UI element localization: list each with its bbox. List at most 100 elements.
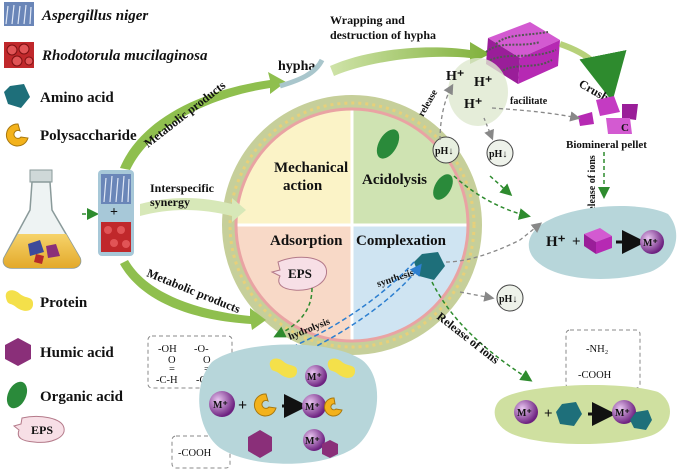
ph-bubble-inner: [432, 136, 460, 164]
ion-left-3: [302, 394, 326, 418]
legend-aspergillus: Aspergillus niger: [4, 2, 148, 26]
legend-humic-acid-label: Humic acid: [40, 345, 114, 361]
pool-right-bottom: [494, 385, 670, 445]
eps-inner-label: EPS: [288, 266, 312, 281]
h-plus-pool: H⁺: [546, 234, 566, 250]
eps-icon: [12, 415, 65, 443]
metabolic-arrow-bottom: [120, 260, 266, 330]
pool-plus-2: +: [544, 406, 553, 422]
adsorption-label: Adsorption: [270, 233, 343, 249]
group-ch: -C-H: [156, 375, 178, 386]
facilitate-label: facilitate: [510, 96, 548, 107]
legend-rhodotorula: Rhodotorula mucilaginosa: [4, 42, 208, 68]
ph-top-label: pH↓: [489, 149, 507, 160]
legend-protein: Protein: [5, 290, 88, 311]
c-label: C: [621, 122, 629, 134]
ion-l-label-3: M⁺: [305, 402, 320, 413]
ion-bottom-right-1: [514, 400, 538, 424]
group-cooh-right: -COOH: [578, 370, 612, 381]
polysaccharide-icon: [6, 123, 29, 147]
legend-protein-label: Protein: [40, 295, 88, 311]
ion-top: [640, 230, 664, 254]
legend-amino-acid-label: Amino acid: [40, 90, 114, 106]
release-ions-vertical: Release of ions: [587, 155, 598, 218]
legend-rhodotorula-label: Rhodotorula mucilaginosa: [41, 48, 208, 64]
h-plus-3: H⁺: [464, 97, 482, 112]
biomineral-with-hypha: [485, 22, 560, 84]
synergy-arrow: [140, 198, 246, 222]
mechanical-label-1: Mechanical: [274, 160, 348, 176]
eps-inner-icon: [270, 256, 328, 291]
ion-left-4: [303, 429, 325, 451]
release-label: release: [416, 87, 440, 118]
ion-top-label: M⁺: [643, 238, 658, 249]
legend-eps-label: EPS: [31, 423, 53, 437]
interspecific-label-1: Interspecific: [150, 181, 215, 195]
left-cooh-box: [171, 435, 231, 469]
crushed-pellets: C: [578, 96, 638, 134]
legend-amino-acid: Amino acid: [4, 84, 114, 108]
group-oh: -OH: [158, 344, 177, 355]
metabolic-arrow-top: [120, 72, 286, 170]
legend-polysaccharide-label: Polysaccharide: [40, 128, 137, 144]
interspecific-label-2: synergy: [150, 195, 190, 209]
group-nh2: -NH₂: [586, 344, 609, 355]
ion-br-label-1: M⁺: [517, 408, 532, 419]
h-plus-1: H⁺: [446, 69, 464, 84]
quadrant-acidolysis: [352, 110, 467, 225]
legend-organic-acid-label: Organic acid: [40, 389, 124, 405]
wrapping-label-2: destruction of hypha: [330, 28, 436, 42]
pool-plus-1: +: [572, 234, 581, 250]
flask: [2, 169, 82, 269]
release-ions-diag: Release of ions: [434, 309, 502, 367]
amino-acid-icon: [4, 84, 30, 108]
mechanical-label-2: action: [283, 178, 323, 194]
ph-right-label: pH↓: [499, 294, 517, 305]
h-plus-cloud: [448, 58, 508, 126]
protein-icon: [5, 290, 34, 311]
group-o: -O-: [194, 344, 209, 355]
humic-acid-icon: [5, 338, 31, 366]
legend-polysaccharide: Polysaccharide: [6, 123, 137, 147]
ion-l-label-1: M⁺: [307, 372, 322, 383]
hypha-stalk: [279, 58, 325, 89]
legend-eps: EPS: [12, 415, 65, 443]
legend: Aspergillus niger Rhodotorula mucilagino…: [4, 2, 208, 443]
ion-left-2: [209, 391, 235, 417]
pool-plus-3: +: [238, 397, 247, 414]
ion-bottom-right-2: [612, 400, 636, 424]
legend-aspergillus-label: Aspergillus niger: [41, 8, 148, 24]
group-o-1: O: [168, 355, 176, 366]
ion-l-label-4: M⁺: [305, 436, 320, 447]
legend-organic-acid: Organic acid: [6, 381, 124, 409]
left-groups-box: [147, 335, 233, 389]
central-cell: Mechanical action Acidolysis Adsorption …: [222, 95, 482, 355]
biomineral-pellet-label: Biomineral pellet: [566, 139, 647, 151]
quadrant-mechanical: [237, 110, 352, 225]
ion-br-label-2: M⁺: [615, 408, 630, 419]
mixed-culture-box: +: [98, 170, 134, 256]
wrapping-label-1: Wrapping and: [330, 13, 405, 27]
mixed-plus: +: [110, 205, 118, 220]
h-plus-2: H⁺: [474, 75, 492, 90]
organic-acid-inner-2: [433, 174, 453, 200]
crush-arrow: [559, 41, 627, 102]
metabolic-products-top: Metabolic products: [141, 78, 228, 150]
group-o-2: O: [203, 355, 211, 366]
group-eq-1: =: [169, 364, 175, 375]
group-cooh-left: -COOH: [178, 448, 212, 459]
organic-acid-icon: [6, 381, 28, 409]
hypha-label: hypha: [278, 59, 315, 74]
ph-bubble-top: [486, 139, 514, 167]
ph-inner-label: pH↓: [435, 146, 453, 157]
ion-left-1: [305, 365, 327, 387]
ph-bubble-right: [496, 284, 524, 312]
ion-l-label-2: M⁺: [213, 400, 228, 411]
complexation-label: Complexation: [356, 233, 447, 249]
acidolysis-label: Acidolysis: [362, 172, 427, 188]
legend-humic-acid: Humic acid: [5, 338, 114, 366]
organic-acid-inner-1: [376, 129, 400, 159]
wrapping-arrow: [330, 42, 490, 76]
